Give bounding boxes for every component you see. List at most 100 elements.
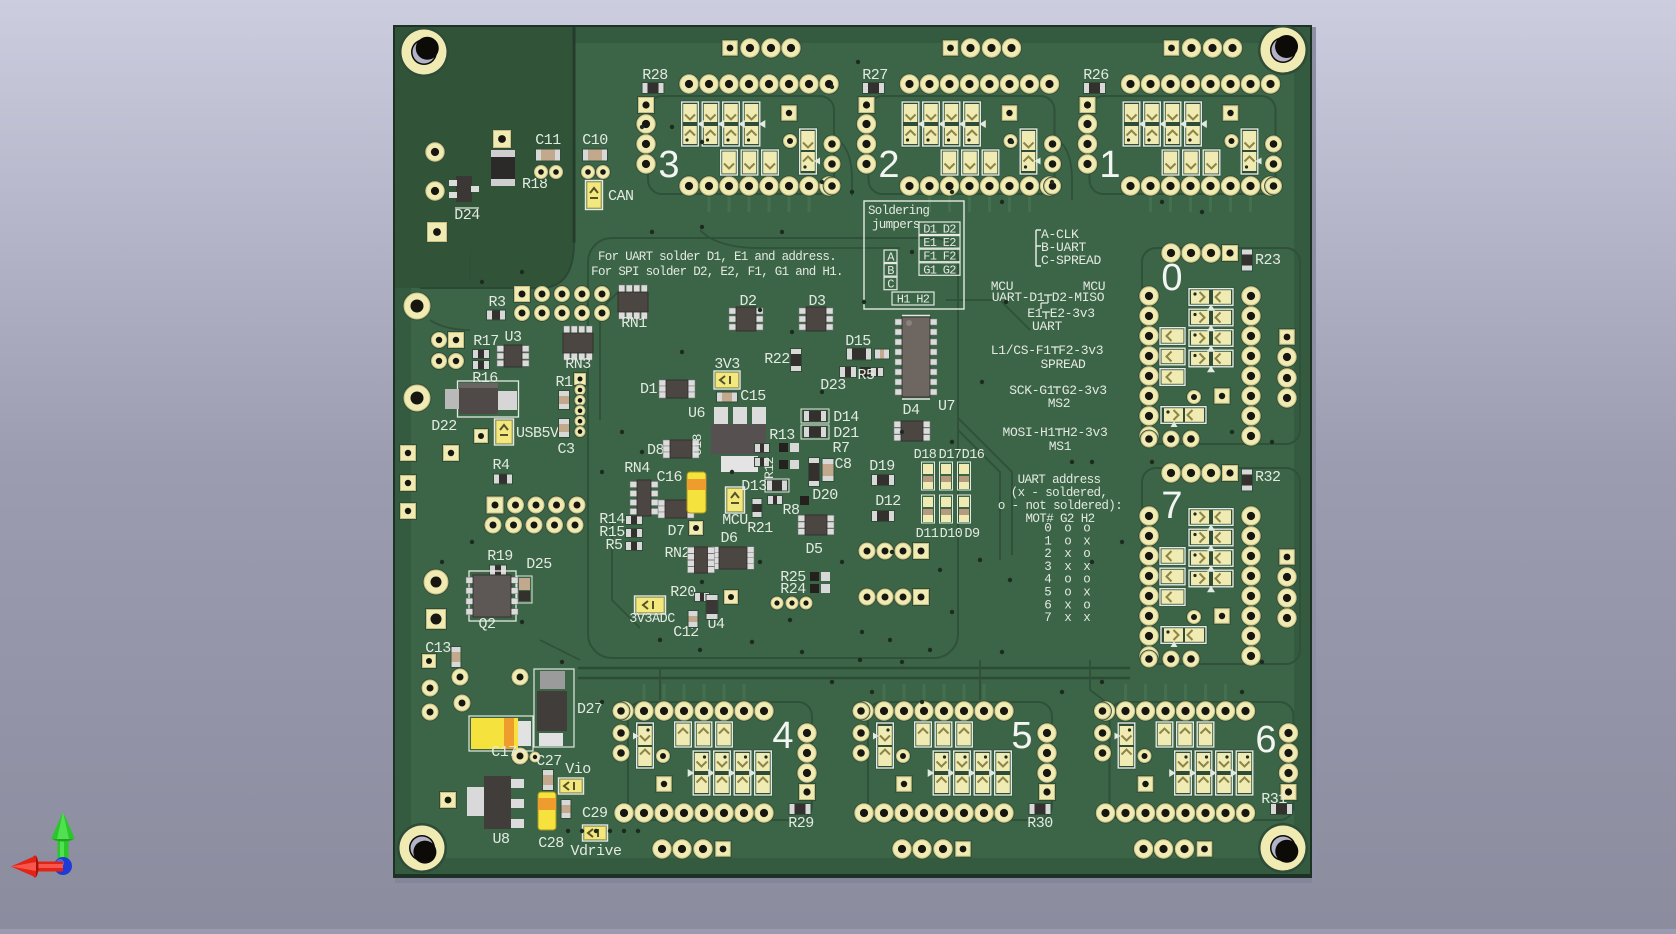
svg-text:Soldering: Soldering [868,204,929,218]
svg-text:D19: D19 [869,458,895,475]
svg-text:R26: R26 [1083,67,1109,84]
svg-text:MOSI-H1 H2-3v3: MOSI-H1 H2-3v3 [1002,425,1107,440]
svg-text:SPREAD: SPREAD [1040,357,1086,372]
svg-text:R15: R15 [599,524,625,541]
svg-text:D11: D11 [916,527,939,542]
svg-text:U3: U3 [504,329,522,346]
svg-text:o: o [1083,547,1091,561]
svg-text:D8: D8 [647,442,665,459]
svg-text:R12: R12 [762,457,777,479]
svg-text:C12: C12 [673,624,699,641]
svg-text:C10: C10 [582,132,608,149]
svg-text:C8: C8 [834,456,852,473]
svg-text:0: 0 [1161,257,1182,299]
svg-text:D17: D17 [939,448,962,463]
svg-text:A: A [887,251,895,265]
svg-text:R20: R20 [670,584,696,601]
svg-text:UART address: UART address [1018,473,1101,487]
svg-text:C: C [887,278,894,292]
svg-text:o: o [1064,586,1072,600]
svg-text:Q2: Q2 [478,616,495,633]
svg-text:D1 D2: D1 D2 [923,223,956,237]
svg-text:5: 5 [1044,586,1052,600]
svg-text:D12: D12 [875,493,901,510]
svg-text:R27: R27 [862,67,888,84]
svg-text:B: B [887,264,894,278]
svg-text:MCU: MCU [991,279,1014,294]
svg-text:2: 2 [878,144,899,186]
svg-text:D16: D16 [962,448,985,463]
svg-text:D14: D14 [833,409,859,426]
svg-text:5: 5 [1011,715,1032,757]
svg-text:U7: U7 [938,398,955,415]
svg-text:D2: D2 [739,293,756,310]
svg-text:MS1: MS1 [1049,439,1072,454]
svg-text:C13: C13 [425,640,451,657]
svg-text:D22: D22 [431,418,457,435]
svg-text:4: 4 [1044,573,1052,587]
svg-text:C29: C29 [582,805,608,822]
svg-text:R1: R1 [555,374,573,391]
svg-text:x: x [1064,547,1072,561]
svg-text:R30: R30 [1027,815,1053,832]
svg-text:o: o [1083,573,1091,587]
svg-text:D23: D23 [820,377,846,394]
svg-text:F1 F2: F1 F2 [923,250,956,264]
svg-text:R4: R4 [492,457,510,474]
svg-text:RN2: RN2 [664,545,690,562]
svg-text:U6: U6 [688,405,706,422]
svg-text:3V3: 3V3 [714,356,740,373]
svg-text:D9: D9 [964,527,980,542]
svg-text:C27: C27 [536,753,562,770]
svg-text:7: 7 [1044,611,1052,625]
svg-text:6: 6 [1044,598,1052,612]
svg-text:x: x [1083,611,1091,625]
svg-text:MCU: MCU [1083,279,1106,294]
svg-text:R21: R21 [747,520,773,537]
svg-text:MS2: MS2 [1048,396,1071,411]
svg-text:jumpers: jumpers [872,218,920,232]
svg-text:R24: R24 [780,581,806,598]
svg-text:E1 E2-3v3: E1 E2-3v3 [1027,306,1095,321]
svg-text:UART: UART [1032,319,1063,334]
svg-text:D27: D27 [577,701,603,718]
svg-text:R19: R19 [487,548,513,565]
svg-text:R22: R22 [764,351,790,368]
svg-text:7: 7 [1161,485,1182,527]
svg-text:x: x [1064,598,1072,612]
svg-text:C11: C11 [535,132,561,149]
svg-text:CAN: CAN [608,188,634,205]
svg-text:G1 G2: G1 G2 [923,263,956,277]
svg-text:6: 6 [1255,719,1276,761]
svg-text:4: 4 [772,715,793,757]
svg-text:3: 3 [658,144,679,186]
svg-text:1: 1 [1044,534,1052,548]
svg-text:R29: R29 [788,815,814,832]
svg-text:x: x [1083,534,1091,548]
svg-text:MCU: MCU [722,512,748,529]
svg-text:H1 H2: H1 H2 [897,293,930,307]
svg-text:A-CLK: A-CLK [1041,227,1079,242]
svg-text:D5: D5 [805,541,823,558]
svg-text:U8: U8 [492,831,510,848]
svg-text:x: x [1083,586,1091,600]
svg-text:D25: D25 [526,556,552,573]
svg-text:C3: C3 [557,441,575,458]
svg-text:U4: U4 [707,616,725,633]
svg-text:R16: R16 [472,370,498,387]
svg-text:R14: R14 [599,511,625,528]
svg-text:E1 E2: E1 E2 [923,236,956,250]
svg-text:C18: C18 [690,434,705,456]
svg-text:R25: R25 [780,569,806,586]
svg-text:C17: C17 [491,744,517,761]
svg-text:C28: C28 [538,835,564,852]
svg-text:R32: R32 [1255,469,1281,486]
svg-text:R18: R18 [522,176,548,193]
svg-text:D7: D7 [667,523,684,540]
svg-text:D6: D6 [720,530,738,547]
svg-text:o: o [1064,522,1072,536]
svg-text:SCK-G1 G2-3v3: SCK-G1 G2-3v3 [1009,383,1107,398]
svg-text:D20: D20 [812,487,838,504]
svg-text:Vdrive: Vdrive [570,843,622,860]
svg-text:1: 1 [1099,144,1120,186]
